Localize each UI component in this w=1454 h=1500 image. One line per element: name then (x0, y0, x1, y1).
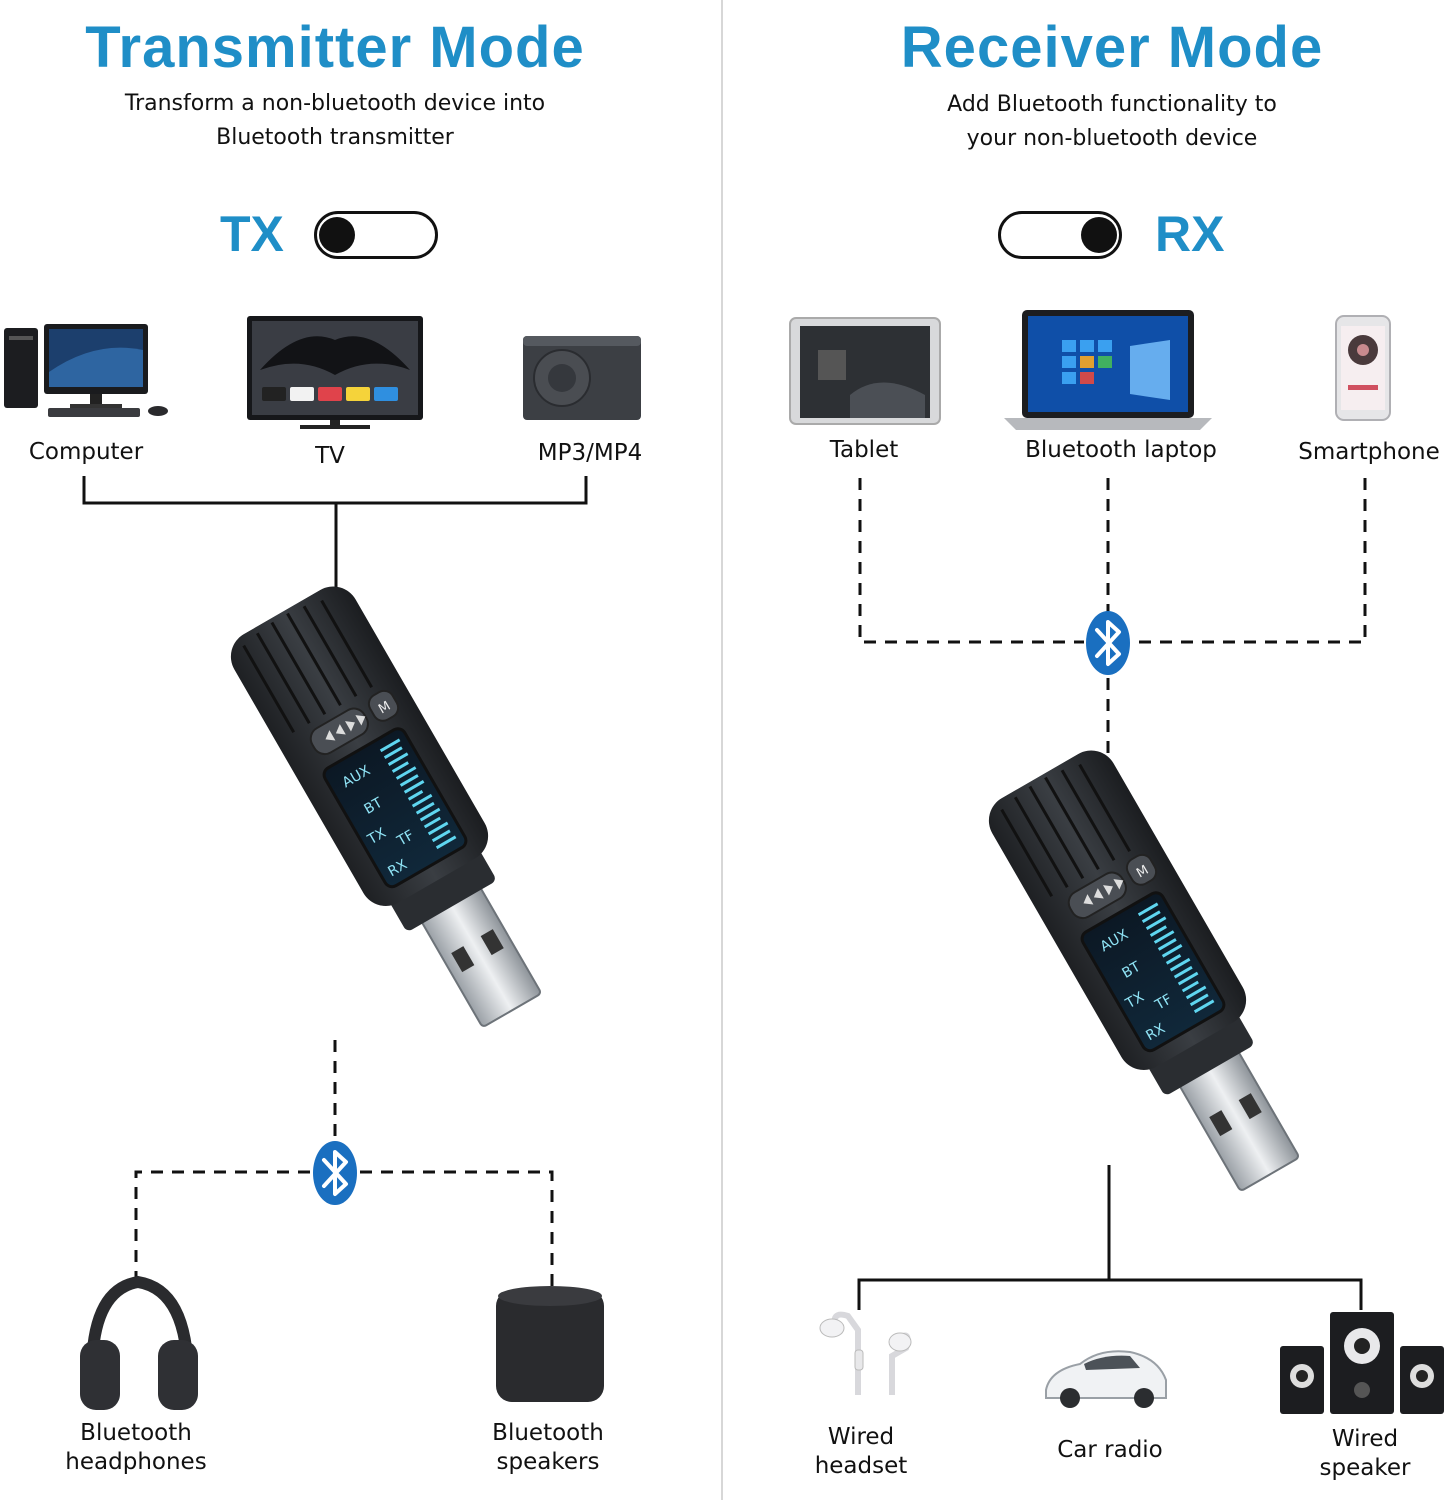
toggle-knob (1081, 217, 1117, 253)
subtitle-line: Bluetooth transmitter (216, 125, 454, 150)
bluetooth-laptop-label: Bluetooth laptop (1025, 437, 1217, 463)
wired-headset-icon (819, 1311, 912, 1395)
rx-toggle-switch[interactable] (998, 211, 1122, 259)
bluetooth-icon (312, 1140, 358, 1206)
wired-speaker-label: Wired speaker (1300, 1425, 1430, 1483)
tx-dongle-device (219, 575, 575, 1047)
label-line: Bluetooth (492, 1420, 604, 1446)
rx-output-connector (857, 1165, 1363, 1310)
transmitter-mode-subtitle: Transform a non-bluetooth device into Bl… (0, 87, 670, 155)
subtitle-line: your non-bluetooth device (966, 126, 1258, 151)
bluetooth-icon (1085, 610, 1131, 676)
smartphone-icon (1335, 315, 1391, 421)
tx-label: TX (220, 206, 284, 262)
tv-icon (247, 316, 423, 429)
wired-headset-label: Wired headset (796, 1423, 926, 1481)
label-line: Wired (827, 1424, 895, 1450)
label-line: speaker (1319, 1455, 1411, 1481)
rx-label: RX (1155, 206, 1225, 262)
bluetooth-speaker-icon (496, 1286, 604, 1402)
bluetooth-headphones-label: Bluetooth headphones (36, 1419, 236, 1477)
laptop-icon (1004, 310, 1212, 430)
smartphone-label: Smartphone (1298, 439, 1440, 465)
subtitle-line: Add Bluetooth functionality to (947, 92, 1277, 117)
label-line: headphones (65, 1449, 207, 1475)
label-line: Bluetooth (80, 1420, 192, 1446)
headphones-icon (80, 1275, 198, 1410)
computer-icon (4, 324, 168, 417)
tv-label: TV (315, 443, 345, 469)
label-line: headset (814, 1453, 908, 1479)
mp3-player-icon (523, 336, 641, 420)
bluetooth-speakers-label: Bluetooth speakers (450, 1419, 646, 1477)
tx-toggle-switch[interactable] (314, 211, 438, 259)
transmitter-mode-title: Transmitter Mode (85, 15, 585, 80)
receiver-mode-subtitle: Add Bluetooth functionality to your non-… (782, 88, 1442, 156)
tablet-label: Tablet (829, 437, 899, 463)
panel-divider (721, 0, 723, 1500)
rx-dongle-device (977, 739, 1333, 1211)
subtitle-line: Transform a non-bluetooth device into (124, 91, 546, 116)
tablet-icon (789, 317, 941, 425)
tx-bluetooth-connector (134, 1040, 554, 1288)
receiver-mode-title: Receiver Mode (900, 15, 1324, 80)
label-line: Wired (1331, 1426, 1399, 1452)
toggle-knob (319, 217, 355, 253)
car-icon (1045, 1350, 1167, 1408)
car-radio-label: Car radio (1057, 1437, 1163, 1463)
computer-label: Computer (28, 439, 144, 465)
mp3-mp4-label: MP3/MP4 (537, 440, 643, 466)
label-line: speakers (496, 1449, 600, 1475)
wired-speaker-icon (1280, 1312, 1444, 1414)
